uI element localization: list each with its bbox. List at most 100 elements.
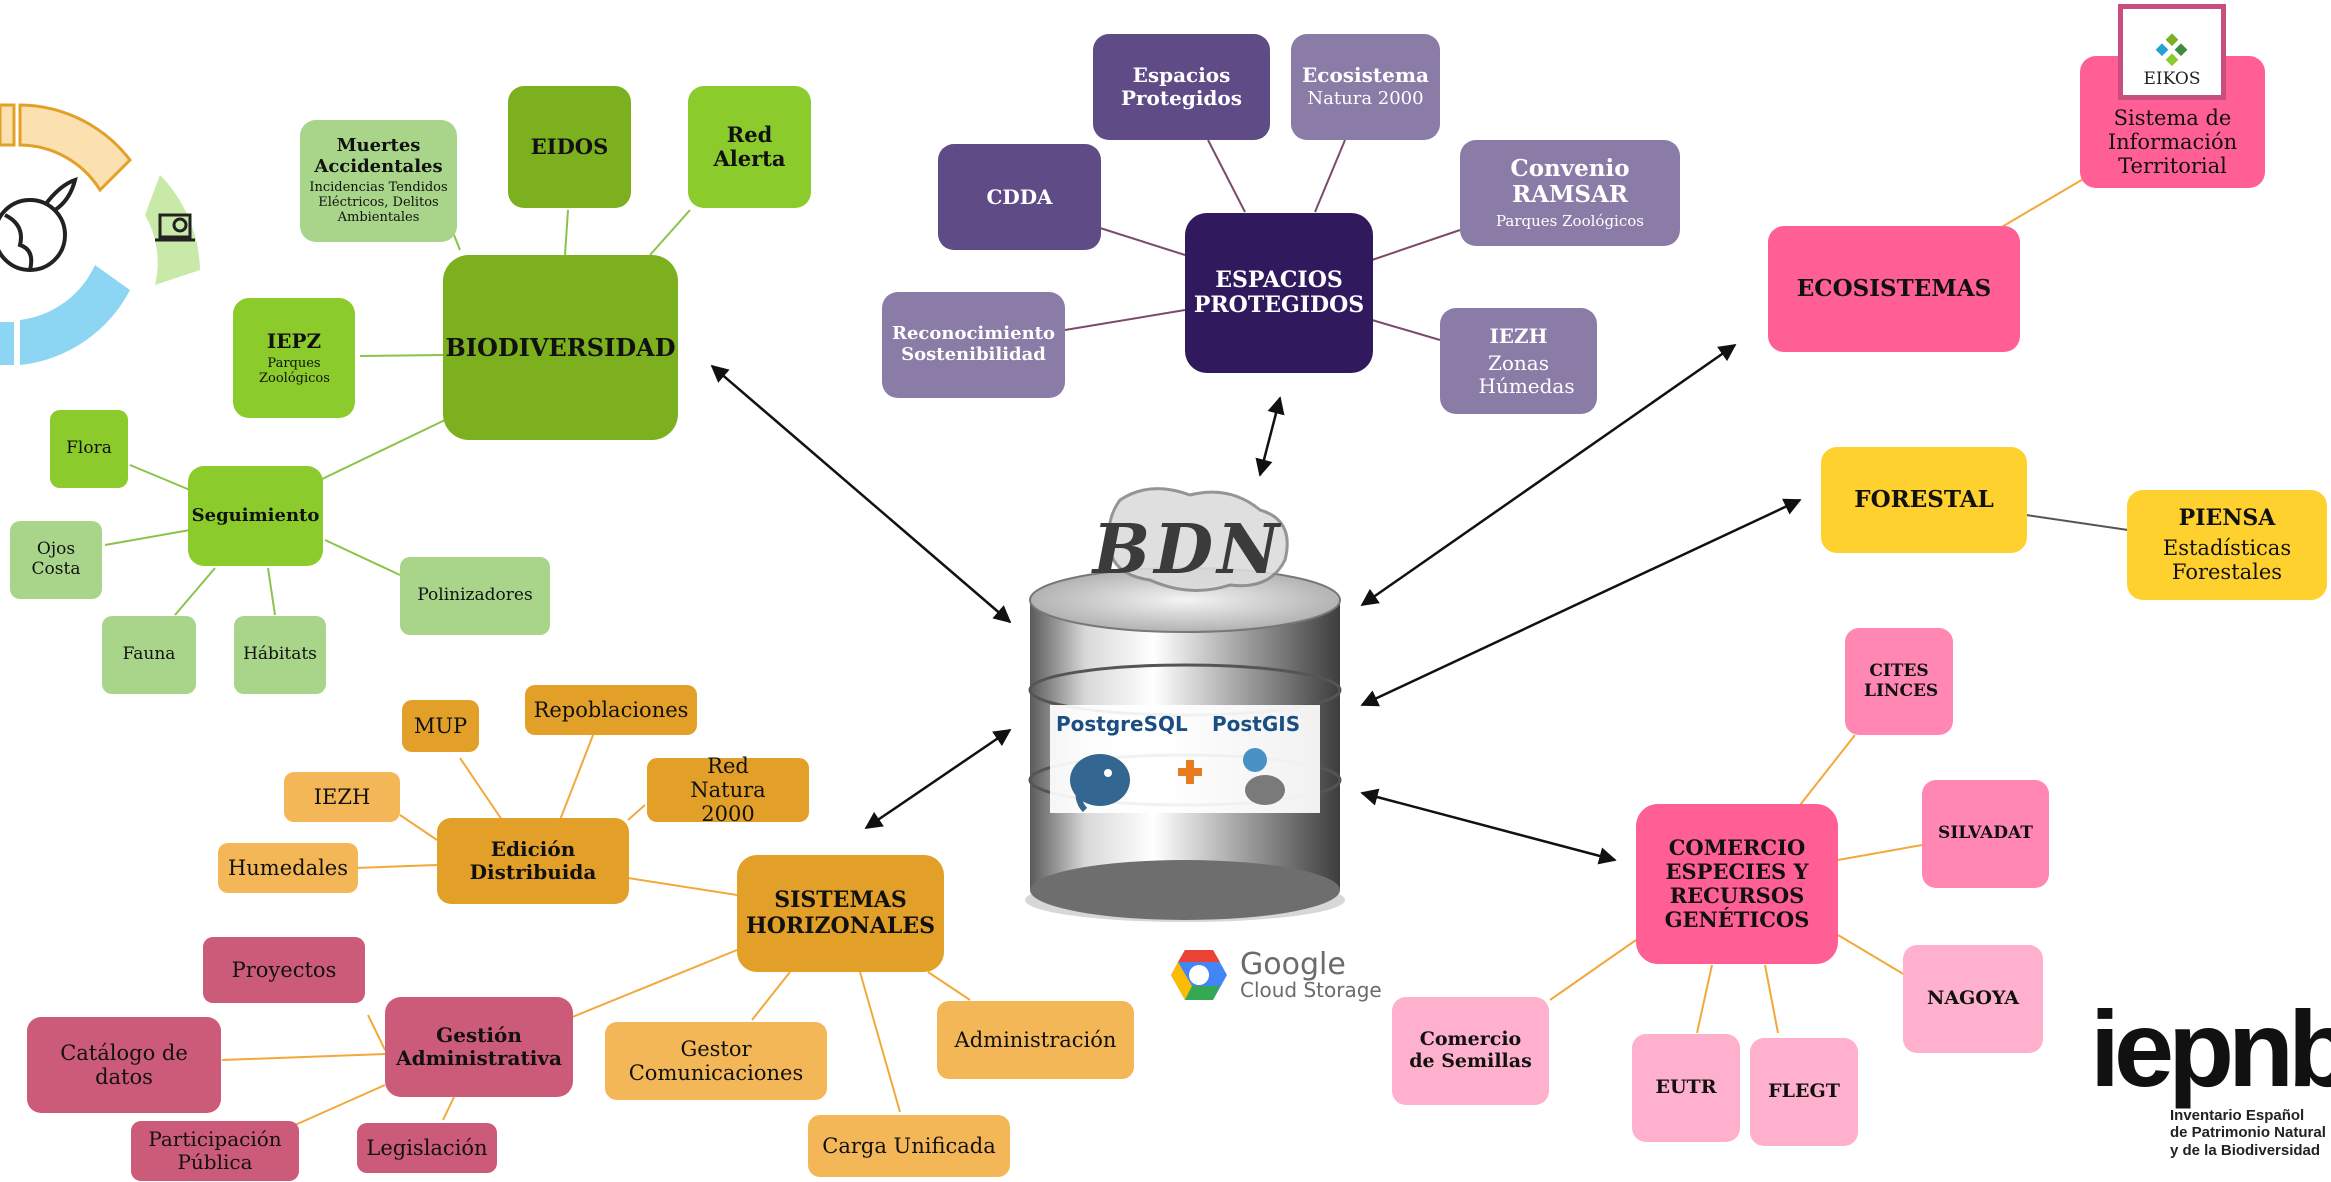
node-biodiversidad-label: BIODIVERSIDAD: [445, 332, 676, 362]
node-ojos-costa-label: Ojos Costa: [31, 539, 81, 579]
node-eidos[interactable]: EIDOS: [508, 86, 631, 208]
bdn-label: BDN: [1092, 510, 1284, 590]
node-polinizadores[interactable]: Polinizadores: [400, 557, 550, 635]
node-convenio-ramsar[interactable]: Convenio RAMSAR Parques Zoológicos: [1460, 140, 1680, 246]
node-forestal[interactable]: FORESTAL: [1821, 447, 2027, 553]
node-legislacion[interactable]: Legislación: [357, 1123, 497, 1173]
node-piensa-sub: Estadísticas Forestales: [2162, 535, 2292, 584]
node-sit-label: Sistema de Información Territorial: [2107, 105, 2238, 178]
node-sistema-informacion-territorial[interactable]: Sistema de Información Territorial: [2080, 56, 2265, 188]
node-biodiversidad[interactable]: BIODIVERSIDAD: [443, 255, 678, 440]
node-administracion-label: Administración: [954, 1027, 1117, 1052]
node-edicion-label: Edición Distribuida: [469, 837, 597, 884]
node-sistemas-horizonales[interactable]: SISTEMAS HORIZONALES: [737, 855, 944, 972]
node-flora-label: Flora: [66, 438, 112, 459]
node-red-natura-2000[interactable]: Red Natura 2000: [647, 754, 809, 826]
node-iepz-title: IEPZ: [266, 328, 322, 353]
node-forestal-label: FORESTAL: [1854, 485, 1994, 513]
iepnb-caption-1: Inventario Español: [2170, 1107, 2305, 1124]
node-muertes-accidentales[interactable]: Muertes Accidentales Incidencias Tendido…: [300, 120, 457, 242]
node-administracion[interactable]: Administración: [937, 1001, 1134, 1079]
node-silvadat-label: SILVADAT: [1938, 823, 2033, 844]
node-cites-label: CITES LINCES: [1864, 660, 1939, 701]
node-iepz[interactable]: IEPZ Parques Zoológicos: [233, 298, 355, 418]
node-eutr-label: EUTR: [1655, 1076, 1717, 1099]
node-carga-unificada[interactable]: Carga Unificada: [808, 1115, 1010, 1177]
cloud-storage-label: Cloud Storage: [1240, 978, 1382, 1002]
node-cdda-label: CDDA: [986, 184, 1053, 209]
node-seguimiento[interactable]: Seguimiento: [188, 466, 323, 566]
node-reconocimiento-label: Reconocimiento Sostenibilidad: [891, 323, 1055, 365]
node-ecosistema-sub: Natura 2000: [1307, 88, 1424, 110]
node-ojos-costa[interactable]: Ojos Costa: [10, 521, 102, 599]
node-horizontales-label: SISTEMAS HORIZONALES: [745, 887, 936, 939]
node-participacion-publica[interactable]: Participación Pública: [131, 1121, 299, 1181]
node-eutr[interactable]: EUTR: [1632, 1034, 1740, 1142]
google-cloud-storage: Google Cloud Storage: [1170, 948, 1382, 1002]
node-ramsar-sub: Parques Zoológicos: [1496, 211, 1644, 230]
node-ecosistemas[interactable]: ECOSISTEMAS: [1768, 226, 2020, 352]
node-silvadat[interactable]: SILVADAT: [1922, 780, 2049, 888]
node-flegt-label: FLEGT: [1768, 1080, 1840, 1103]
node-flora[interactable]: Flora: [50, 410, 128, 488]
eikos-emblem-icon: [2155, 33, 2188, 67]
node-iezh-zonas-humedas[interactable]: IEZH Zonas Húmedas: [1440, 308, 1597, 414]
node-iezh-sub: Zonas Húmedas: [1478, 350, 1575, 398]
node-nagoya[interactable]: NAGOYA: [1903, 945, 2043, 1053]
eikos-label: EIKOS: [2143, 69, 2201, 89]
gear-monitor-icon: [155, 213, 195, 242]
database-graphic: [1025, 487, 1345, 922]
node-nagoya-label: NAGOYA: [1927, 987, 2019, 1010]
node-carga-label: Carga Unificada: [822, 1133, 996, 1158]
node-comercio-semillas[interactable]: Comercio de Semillas: [1392, 997, 1549, 1105]
node-mup-label: MUP: [413, 713, 468, 738]
node-participacion-label: Participación Pública: [148, 1127, 282, 1174]
node-flegt[interactable]: FLEGT: [1750, 1038, 1858, 1146]
node-humedales[interactable]: Humedales: [218, 843, 358, 893]
node-espacios-protegidos-label: Espacios Protegidos: [1120, 63, 1243, 110]
node-comercio-especies[interactable]: COMERCIO ESPECIES Y RECURSOS GENÉTICOS: [1636, 804, 1838, 964]
node-red-alerta[interactable]: Red Alerta: [688, 86, 811, 208]
node-habitats[interactable]: Hábitats: [234, 616, 326, 694]
node-gestion-label: Gestión Administrativa: [396, 1023, 562, 1070]
node-gestion-administrativa[interactable]: Gestión Administrativa: [385, 997, 573, 1097]
node-piensa[interactable]: PIENSA Estadísticas Forestales: [2127, 490, 2327, 600]
node-repoblaciones[interactable]: Repoblaciones: [525, 685, 697, 735]
node-piensa-title: PIENSA: [2178, 505, 2276, 532]
node-mup[interactable]: MUP: [402, 700, 479, 752]
node-muertes-title: Muertes Accidentales: [314, 134, 443, 177]
postgis-label: PostGIS: [1212, 712, 1301, 736]
node-ecosistema-natura[interactable]: Ecosistema Natura 2000: [1291, 34, 1440, 140]
node-espacios-protegidos-main[interactable]: ESPACIOS PROTEGIDOS: [1185, 213, 1373, 373]
node-espacios-main-label: ESPACIOS PROTEGIDOS: [1193, 266, 1365, 318]
node-reconocimiento-sostenibilidad[interactable]: Reconocimiento Sostenibilidad: [882, 292, 1065, 398]
node-edicion-distribuida[interactable]: Edición Distribuida: [437, 818, 629, 904]
iepnb-caption-3: y de la Biodiversidad: [2170, 1141, 2321, 1159]
node-iezh-horizontal[interactable]: IEZH: [284, 772, 400, 822]
node-ramsar-title: Convenio RAMSAR: [1510, 154, 1630, 209]
node-espacios-protegidos[interactable]: Espacios Protegidos: [1093, 34, 1270, 140]
node-muertes-sub: Incidencias Tendidos Eléctricos, Delitos…: [309, 180, 448, 226]
iepnb-caption-2: de Patrimonio Natural: [2170, 1124, 2326, 1142]
sustainability-ring-graphic: [0, 103, 200, 365]
node-eidos-label: EIDOS: [530, 133, 609, 159]
node-gestor-label: Gestor Comunicaciones: [628, 1036, 804, 1085]
node-proyectos-label: Proyectos: [231, 957, 337, 982]
node-cites-linces[interactable]: CITES LINCES: [1845, 628, 1953, 735]
node-polinizadores-label: Polinizadores: [417, 585, 533, 606]
node-fauna[interactable]: Fauna: [102, 616, 196, 694]
node-iepz-sub: Parques Zoológicos: [259, 355, 330, 386]
node-catalogo-datos[interactable]: Catálogo de datos: [27, 1017, 221, 1113]
node-proyectos[interactable]: Proyectos: [203, 937, 365, 1003]
node-repoblaciones-label: Repoblaciones: [533, 697, 689, 722]
node-semillas-label: Comercio de Semillas: [1409, 1028, 1532, 1072]
iepnb-wordmark: iepnb: [2090, 995, 2331, 1109]
postgis-globe-elephant-icon: [1243, 748, 1285, 805]
node-seguimiento-label: Seguimiento: [191, 504, 320, 526]
node-legislacion-label: Legislación: [366, 1135, 488, 1160]
google-label: Google: [1240, 947, 1346, 982]
node-gestor-comunicaciones[interactable]: Gestor Comunicaciones: [605, 1022, 827, 1100]
node-cdda[interactable]: CDDA: [938, 144, 1101, 250]
